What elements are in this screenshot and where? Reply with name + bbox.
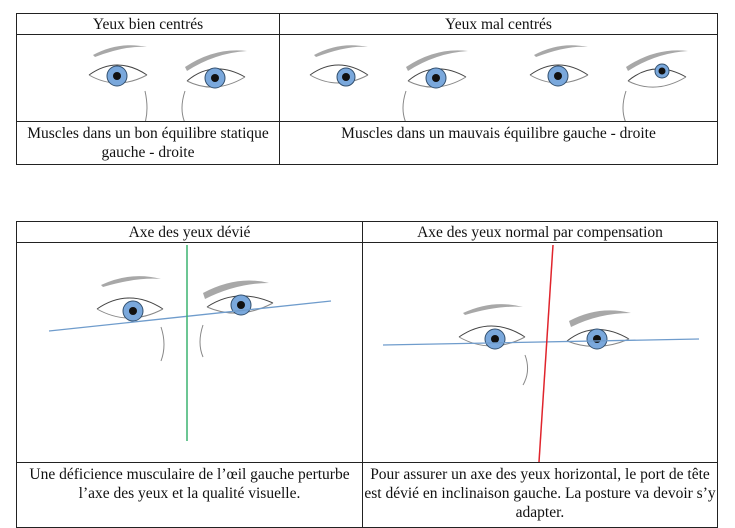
tilted-head-line xyxy=(538,244,554,462)
eye-pair-left-deviation xyxy=(309,45,468,121)
illustration-well-centered-cell xyxy=(16,34,280,122)
eye-pair-tilted xyxy=(96,276,274,362)
table-eye-axis: Axe des yeux dévié Axe des yeux normal p… xyxy=(16,221,718,528)
header-deviated-axis: Axe des yeux dévié xyxy=(16,221,363,243)
caption-head-compensation: Pour assurer un axe des yeux horizontal,… xyxy=(362,462,718,528)
eye-axis-line xyxy=(48,300,332,332)
caption-muscle-deficiency: Une déficience musculaire de l’œil gauch… xyxy=(16,462,363,528)
deviated-axis-illustration xyxy=(48,245,332,441)
table-eye-centering: Yeux bien centrés Yeux mal centrés xyxy=(16,13,718,165)
eye-pair xyxy=(88,45,247,121)
caption-bad-balance: Muscles dans un mauvais équilibre gauche… xyxy=(279,121,718,165)
eye-axis-line xyxy=(382,338,700,346)
header-poorly-centered: Yeux mal centrés xyxy=(279,13,718,35)
eye-pair-level xyxy=(458,304,631,386)
eyes-poorly-centered-illustration xyxy=(309,45,688,121)
caption-good-balance: Muscles dans un bon équilibre statique g… xyxy=(16,121,280,165)
eyes-well-centered-illustration xyxy=(88,45,247,121)
illustration-poorly-centered-cell xyxy=(279,34,718,122)
illustration-deviated-axis-cell xyxy=(16,242,363,463)
header-well-centered: Yeux bien centrés xyxy=(16,13,280,35)
header-compensated-axis: Axe des yeux normal par compensation xyxy=(362,221,718,243)
eye-pair-right-deviation xyxy=(529,45,688,121)
illustration-compensated-axis-cell xyxy=(362,242,718,463)
compensated-axis-illustration xyxy=(382,244,700,462)
